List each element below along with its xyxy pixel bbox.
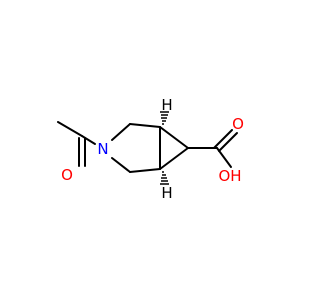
bond-n-ch2-top — [111, 123, 131, 141]
acid-carbonyl-oxygen-label: O — [232, 115, 244, 133]
bond-ch2-bottom-c5 — [129, 168, 161, 173]
bond-acid-carbonyl-a — [213, 129, 233, 149]
bond-ch2-top-c1 — [129, 123, 161, 128]
bond-acid-carbonyl-b — [218, 132, 238, 152]
bond-n-ch2-bottom — [111, 157, 131, 173]
bond-c1-c6 — [159, 126, 189, 149]
stereo-h-bottom-label: H — [161, 184, 172, 202]
bond-acid-hydroxyl — [216, 147, 232, 168]
hashed-wedge-top — [160, 111, 169, 125]
molecule-structure: N O O OH H H — [57, 96, 244, 202]
bond-c5-c6 — [159, 147, 189, 170]
molecule-diagram: N O O OH H H — [57, 96, 244, 202]
bond-carbonyl-nitrogen — [81, 135, 96, 145]
nitrogen-label: N — [97, 140, 108, 158]
ketone-oxygen-label: O — [61, 166, 73, 184]
hashed-wedge-bottom — [160, 171, 169, 185]
bond-methyl-carbonyl — [57, 121, 83, 137]
hydroxyl-label: OH — [218, 167, 241, 185]
stereo-h-top-label: H — [161, 96, 172, 114]
